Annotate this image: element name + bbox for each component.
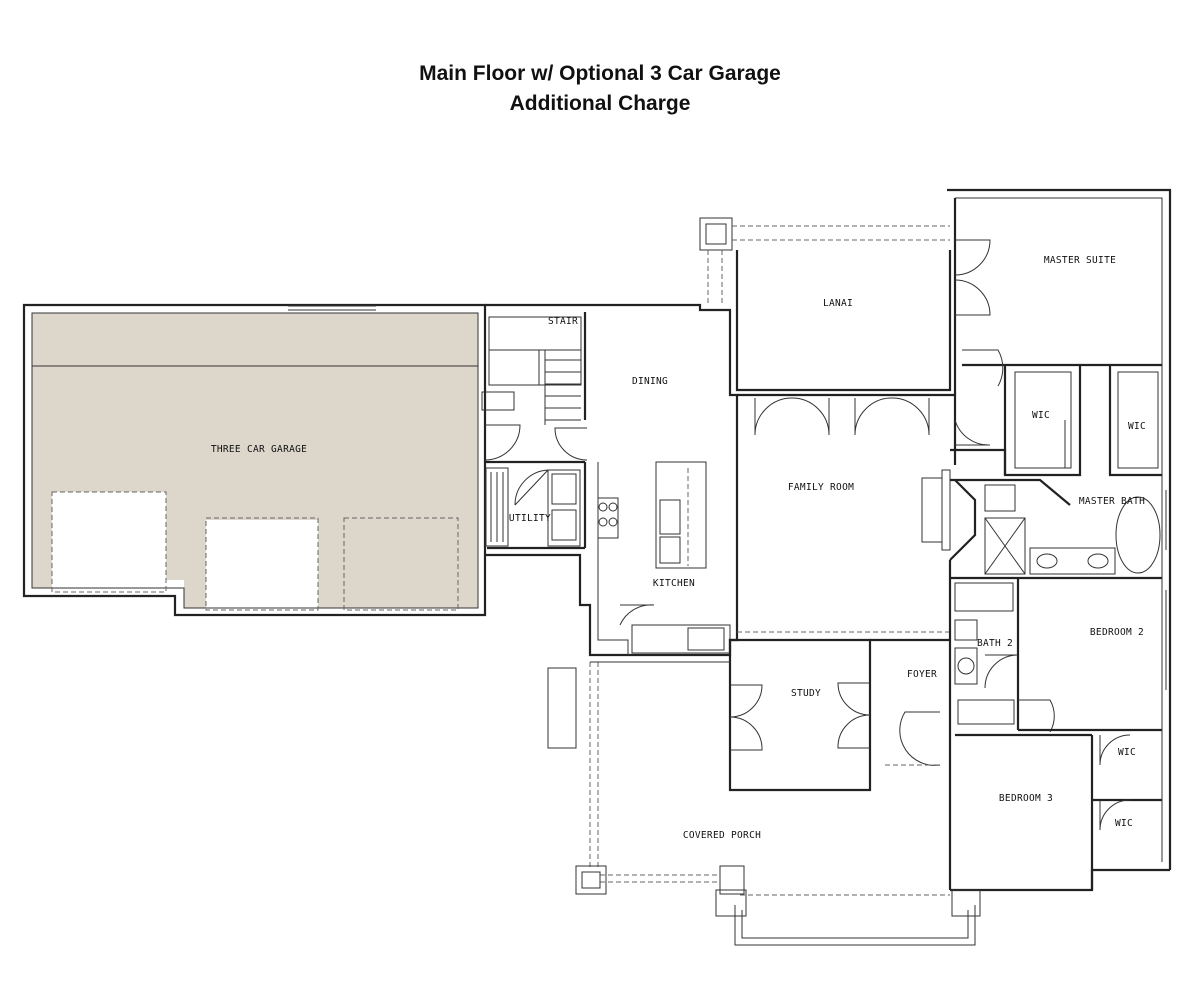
room-label-covered-porch: COVERED PORCH: [683, 830, 761, 841]
room-label-master-bath: MASTER BATH: [1079, 496, 1145, 507]
wic-bed3-door: [1099, 799, 1131, 831]
garage-fill: [32, 313, 478, 608]
room-label-bedroom2: BEDROOM 2: [1090, 627, 1144, 638]
study-foyer-area: [728, 638, 950, 792]
lanai-area: [699, 217, 952, 392]
garage-door-2: [205, 517, 319, 611]
bedroom2-door: [1018, 699, 1055, 733]
room-label-family-room: FAMILY ROOM: [788, 482, 854, 493]
pantry-door: [619, 604, 655, 626]
room-label-study: STUDY: [791, 688, 821, 699]
room-label-bedroom3: BEDROOM 3: [999, 793, 1053, 804]
master-tub: [1115, 496, 1161, 574]
fireplace: [921, 477, 943, 543]
family-room-area: [737, 393, 957, 633]
family-door-2: [854, 397, 893, 436]
bath2-tub: [954, 582, 1014, 612]
room-label-master-suite: MASTER SUITE: [1044, 255, 1116, 266]
garage-door-3: [343, 517, 459, 611]
garage-door-1: [51, 491, 167, 593]
master-shower: [984, 517, 1026, 575]
utility-door: [514, 469, 549, 506]
garage-entry-door: [484, 424, 521, 461]
room-label-kitchen: KITCHEN: [653, 578, 695, 589]
covered-porch-area: [547, 661, 981, 946]
room-label-wic-right: WIC: [1128, 421, 1146, 432]
master-bath-door: [962, 349, 1004, 387]
stair-treads: [481, 316, 582, 425]
bedroom-wing: [948, 490, 1170, 892]
room-label-wic-left: WIC: [1032, 410, 1050, 421]
bath2-sink: [954, 647, 978, 685]
front-door: [899, 711, 941, 766]
kitchen-island: [655, 461, 707, 569]
master-door-top: [954, 239, 991, 276]
room-label-bath2: BATH 2: [977, 638, 1013, 649]
bath2-toilet: [954, 619, 978, 641]
room-label-garage: THREE CAR GARAGE: [211, 444, 307, 455]
cooktop: [597, 497, 619, 539]
room-label-dining: DINING: [632, 376, 668, 387]
study-door-right: [837, 682, 871, 716]
stair-door: [554, 427, 588, 461]
wic-door: [954, 419, 991, 446]
room-label-utility: UTILITY: [509, 513, 551, 524]
room-label-foyer: FOYER: [907, 669, 937, 680]
central-rooms: [481, 303, 739, 657]
study-door-left: [729, 684, 763, 718]
bath2-door: [984, 654, 1019, 689]
room-label-wic-bed3: WIC: [1115, 818, 1133, 829]
room-label-wic-bed2: WIC: [1118, 747, 1136, 758]
wic-bed2-door: [1099, 734, 1131, 766]
plan-subtitle: Additional Charge: [509, 92, 691, 115]
family-door-1: [754, 397, 793, 436]
master-toilet: [984, 484, 1016, 512]
room-labels: THREE CAR GARAGE STAIR DINING LANAI MAST…: [211, 255, 1146, 841]
master-wing: [947, 188, 1172, 870]
room-label-stair: STAIR: [548, 316, 578, 327]
plan-title: Main Floor w/ Optional 3 Car Garage: [419, 62, 781, 85]
garage-area: [22, 303, 487, 617]
room-label-lanai: LANAI: [823, 298, 853, 309]
